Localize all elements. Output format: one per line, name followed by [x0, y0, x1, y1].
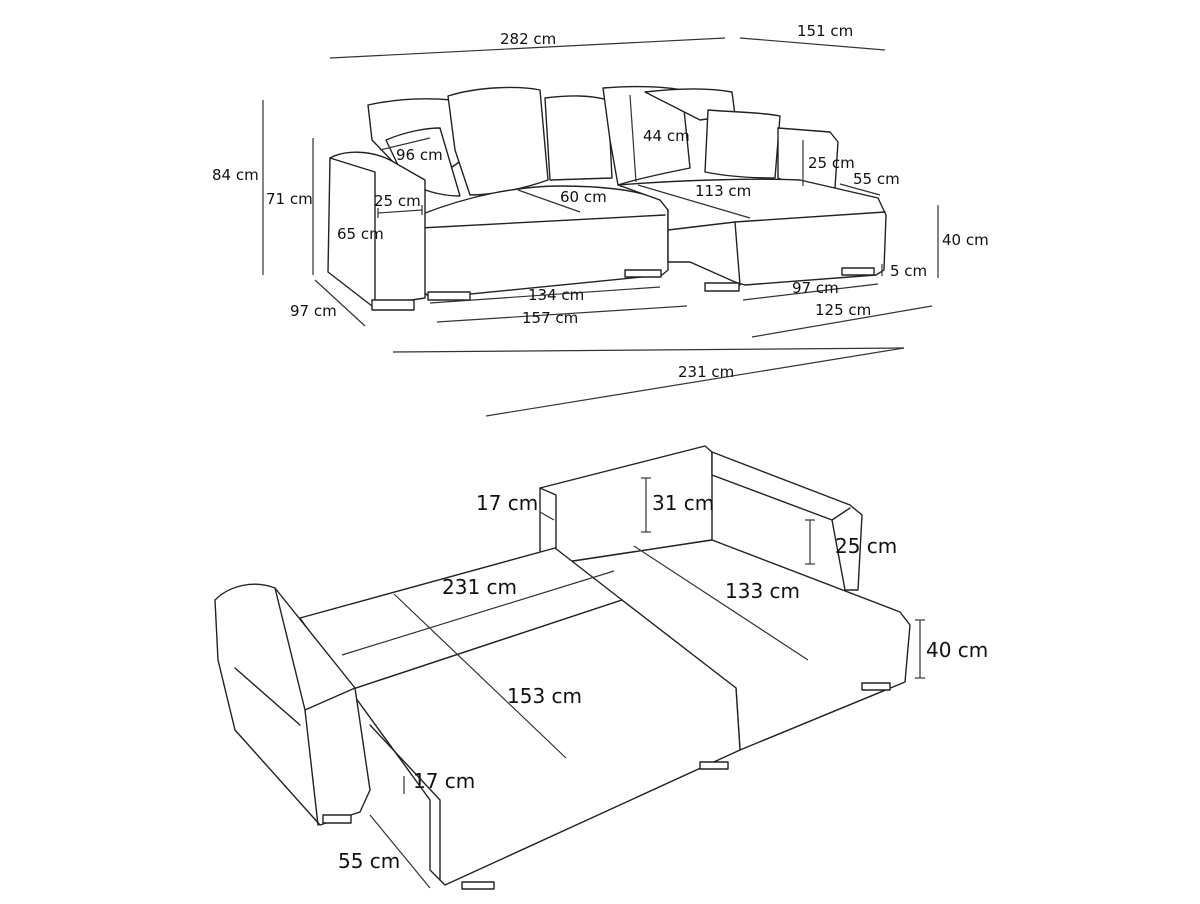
bed-foot-4	[861, 682, 891, 691]
bed-left-arm	[214, 583, 371, 826]
chaise-front-top	[734, 211, 886, 223]
bed-dim-17-bottom: 17 cm	[413, 769, 475, 793]
bed-dim-55: 55 cm	[338, 849, 400, 873]
bed-dim-31: 31 cm	[652, 491, 714, 515]
back-cushion-4	[602, 85, 691, 186]
bed-left-arm-slot	[234, 667, 301, 726]
bed-right-arm	[711, 451, 863, 591]
chaise-seat	[617, 178, 887, 286]
dim-40-top: 40 cm	[942, 231, 989, 249]
bed-mattress-left-edge	[369, 724, 441, 881]
bed-left-arm-top	[304, 687, 356, 711]
dim-60: 60 cm	[560, 188, 607, 206]
dim-25-back: 25 cm	[808, 154, 855, 172]
corner-sofa-drawing	[327, 85, 887, 311]
foot-4	[704, 282, 740, 292]
foot-5	[841, 267, 875, 276]
dim-125: 125 cm	[815, 301, 871, 319]
bed-mattress-left	[349, 599, 741, 886]
bed-dim-133: 133 cm	[725, 579, 800, 603]
top-dimension-labels: 282 cm 151 cm 84 cm 71 cm 96 cm 25 cm 65…	[212, 22, 989, 381]
back-cushion-3	[544, 95, 613, 181]
bed-dimension-lines	[341, 477, 925, 889]
bed-foot-3	[699, 761, 729, 770]
sofa-bed-drawing	[214, 445, 911, 890]
scatter-cushion-right	[704, 109, 781, 179]
dim-65: 65 cm	[337, 225, 384, 243]
bed-dim-231: 231 cm	[442, 575, 517, 599]
foot-1	[371, 299, 415, 311]
chaise-front-corner	[734, 221, 741, 286]
dim-84: 84 cm	[212, 166, 259, 184]
bed-foot-2	[461, 881, 495, 890]
dim-97-chaise: 97 cm	[792, 279, 839, 297]
foot-2	[427, 291, 471, 301]
seat-front-edge	[419, 214, 666, 229]
foot-3	[624, 269, 662, 278]
bed-dim-40: 40 cm	[926, 638, 988, 662]
dim-44: 44 cm	[643, 127, 690, 145]
bed-dim-17-top: 17 cm	[476, 491, 538, 515]
back-cushion-2	[447, 86, 549, 196]
top-dimension-lines	[262, 37, 939, 417]
dim-134: 134 cm	[528, 286, 584, 304]
dim-231-top: 231 cm	[678, 363, 734, 381]
bed-dim-153: 153 cm	[507, 684, 582, 708]
bed-right-arm-edge	[831, 507, 851, 521]
dim-5: 5 cm	[890, 262, 927, 280]
dim-71: 71 cm	[266, 190, 313, 208]
chaise-inner-edge	[667, 221, 736, 231]
dim-96: 96 cm	[396, 146, 443, 164]
dim-113: 113 cm	[695, 182, 751, 200]
dim-157: 157 cm	[522, 309, 578, 327]
bed-dimension-labels: 17 cm 31 cm 25 cm 231 cm 133 cm 40 cm 15…	[338, 491, 988, 873]
main-seat	[419, 185, 669, 299]
dim-55-top: 55 cm	[853, 170, 900, 188]
dim-97-depth: 97 cm	[290, 302, 337, 320]
dim-151: 151 cm	[797, 22, 853, 40]
bed-foot-1	[322, 814, 352, 824]
bed-dim-25: 25 cm	[835, 534, 897, 558]
dim-282: 282 cm	[500, 30, 556, 48]
left-armrest-edge	[329, 157, 376, 307]
dim-25-arm: 25 cm	[374, 192, 421, 210]
bed-backrest-edge	[539, 487, 557, 563]
